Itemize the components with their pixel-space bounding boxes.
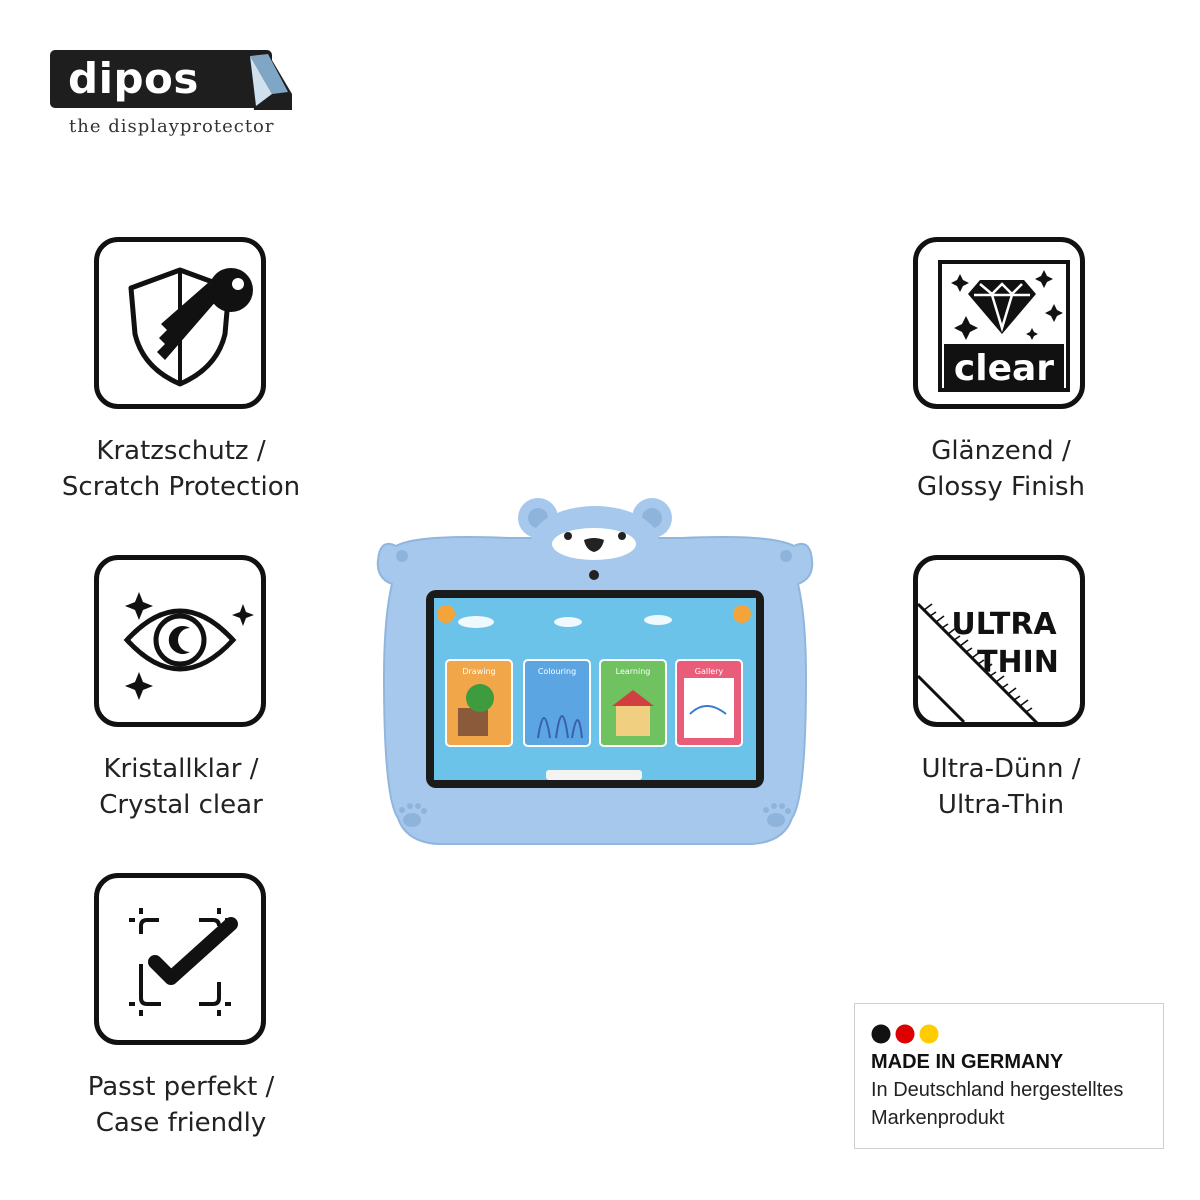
clear-icon-text: clear bbox=[954, 348, 1054, 389]
feature-line-de: Kristallklar / bbox=[103, 754, 259, 784]
kids-tablet-image: Drawing Colouring Learning Gallery bbox=[372, 498, 818, 854]
logo-tagline: the displayprotector bbox=[69, 116, 275, 137]
feature-line-en: Case friendly bbox=[95, 1108, 267, 1138]
logo-wordmark: dipos bbox=[68, 54, 199, 103]
badge-title: MADE IN GERMANY bbox=[871, 1051, 1064, 1073]
eye-sparkle-icon bbox=[94, 555, 266, 727]
card-learning-label: Learning bbox=[616, 667, 651, 676]
badge-line-1: In Deutschland hergestelltes bbox=[871, 1079, 1124, 1101]
feature-label-scratch: Kratzschutz / Scratch Protection bbox=[21, 433, 341, 505]
thin-icon-text: THIN bbox=[977, 645, 1059, 680]
german-flag-dots-icon bbox=[871, 1024, 939, 1044]
card-colouring-label: Colouring bbox=[538, 667, 576, 676]
feature-line-en: Scratch Protection bbox=[61, 472, 301, 502]
feature-line-en: Glossy Finish bbox=[916, 472, 1086, 502]
ultra-icon-text: ULTRA bbox=[951, 607, 1057, 642]
feature-line-en: Crystal clear bbox=[99, 790, 263, 820]
checkmark-frame-icon bbox=[94, 873, 266, 1045]
shield-key-icon bbox=[94, 237, 266, 409]
peel-corner-icon bbox=[246, 50, 292, 110]
card-gallery-label: Gallery bbox=[695, 667, 724, 676]
feature-line-de: Passt perfekt / bbox=[87, 1072, 275, 1102]
ruler-ultra-thin-icon: ULTRA THIN bbox=[913, 555, 1085, 727]
logo-badge: dipos bbox=[50, 50, 272, 108]
feature-line-de: Glänzend / bbox=[931, 436, 1071, 466]
feature-line-de: Kratzschutz / bbox=[96, 436, 266, 466]
diamond-clear-icon: clear bbox=[913, 237, 1085, 409]
badge-line-2: Markenprodukt bbox=[871, 1107, 1005, 1129]
feature-label-fit: Passt perfekt / Case friendly bbox=[21, 1069, 341, 1141]
card-drawing-label: Drawing bbox=[462, 667, 495, 676]
feature-label-glossy: Glänzend / Glossy Finish bbox=[841, 433, 1161, 505]
feature-line-en: Ultra-Thin bbox=[937, 790, 1065, 820]
feature-label-thin: Ultra-Dünn / Ultra-Thin bbox=[841, 751, 1161, 823]
feature-label-clear: Kristallklar / Crystal clear bbox=[21, 751, 341, 823]
feature-line-de: Ultra-Dünn / bbox=[921, 754, 1081, 784]
made-in-germany-badge: MADE IN GERMANY In Deutschland hergestel… bbox=[854, 1003, 1164, 1149]
dipos-logo: dipos the displayprotector bbox=[50, 50, 295, 145]
